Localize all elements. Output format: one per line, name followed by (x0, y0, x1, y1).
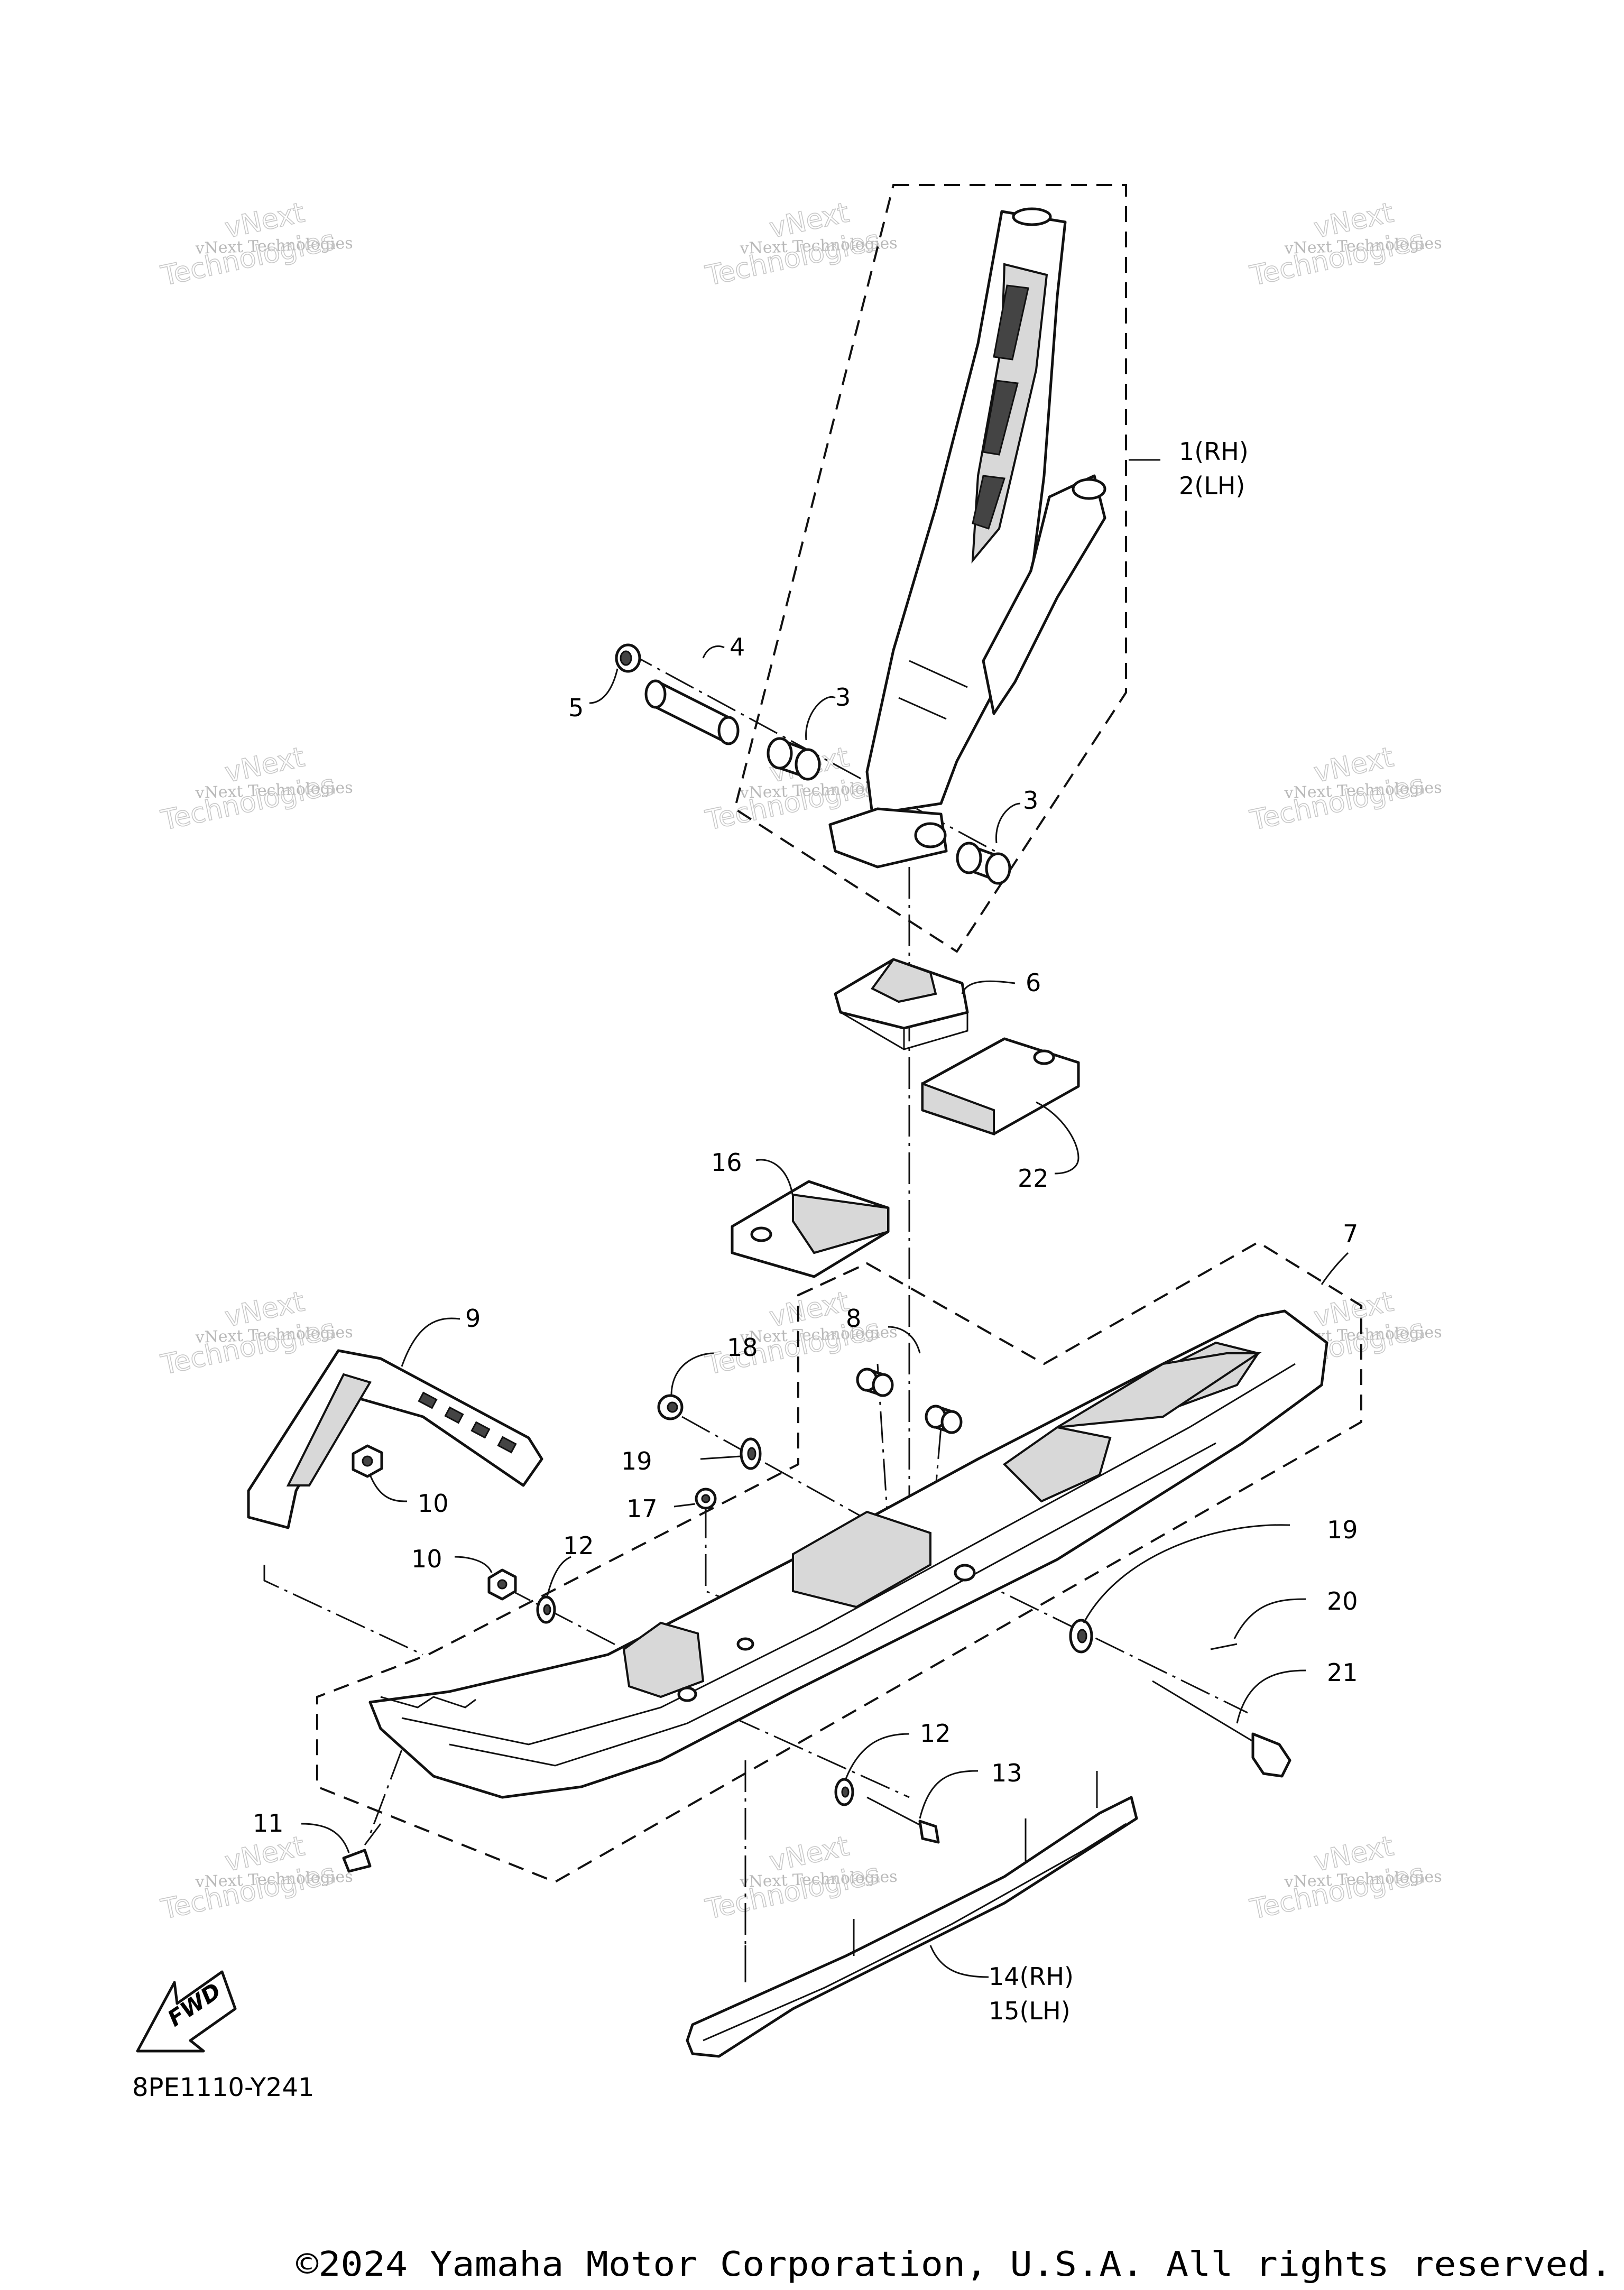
watermark: vNext vNext Technologies Technologies (1247, 197, 1442, 293)
nut-part-10-lower[interactable] (487, 1568, 517, 1601)
leader-8 (888, 1326, 921, 1354)
pin-part-20[interactable] (1210, 1643, 1238, 1650)
leader-18 (670, 1352, 714, 1396)
centerline-bolt-11 (369, 1749, 403, 1835)
callout-14: 14(RH) (989, 1962, 1074, 1991)
leader-3b (995, 802, 1021, 844)
bushing-part-3-lower[interactable] (956, 842, 1011, 885)
washer-part-12-lower[interactable] (834, 1778, 854, 1806)
callout-16: 16 (711, 1148, 742, 1177)
watermark: vNext vNext Technologies Technologies (158, 741, 353, 837)
shaft-part-4[interactable] (644, 679, 740, 745)
bushing-part-8-left[interactable] (856, 1368, 894, 1397)
leader-12a (546, 1556, 571, 1597)
leader-12b (845, 1733, 910, 1779)
ski-top-outline (798, 1262, 868, 1296)
leader-13 (919, 1770, 979, 1819)
watermark: vNext vNext Technologies Technologies (158, 1286, 353, 1382)
centerline-loop (263, 1565, 423, 1656)
bolt-part-11[interactable] (342, 1823, 382, 1873)
callout-10b: 10 (411, 1545, 442, 1573)
callout-17: 17 (626, 1494, 658, 1523)
spindle-assembly-outline (733, 184, 1127, 953)
runner-part-14-15[interactable] (686, 1771, 1138, 2058)
callout-20: 20 (1327, 1587, 1358, 1615)
nut-part-18[interactable] (657, 1394, 684, 1420)
leader-10b (454, 1556, 493, 1573)
leader-21 (1236, 1669, 1306, 1724)
centerline-bolt-21 (967, 1574, 1248, 1714)
watermark: vNext vNext Technologies Technologies (1247, 741, 1442, 837)
handle-loop-part-9[interactable] (247, 1349, 543, 1529)
ski-part-7[interactable] (368, 1309, 1328, 1799)
nut-part-17[interactable] (695, 1488, 717, 1510)
callout-22: 22 (1018, 1164, 1049, 1193)
fwd-arrow-icon: FWD (136, 1970, 237, 2053)
leader-17 (673, 1503, 696, 1508)
ski-assembly-outline (316, 1241, 1362, 1883)
bushing-part-3-upper[interactable] (767, 737, 821, 781)
callout-21: 21 (1327, 1658, 1358, 1687)
callout-19a: 19 (621, 1447, 652, 1475)
callout-19b: 19 (1327, 1516, 1358, 1544)
spindle-part-1-2[interactable] (828, 207, 1106, 869)
leader-3a (805, 696, 836, 741)
callout-3b: 3 (1023, 786, 1038, 815)
callout-8: 8 (846, 1304, 861, 1333)
leader-11 (301, 1823, 350, 1853)
copyright-notice: ©2024 Yamaha Motor Corporation, U.S.A. A… (296, 2245, 1612, 2284)
cap-part-5[interactable] (615, 643, 641, 673)
bolt-part-21[interactable] (1152, 1680, 1291, 1778)
leader-19a (700, 1455, 741, 1460)
pad-part-16[interactable] (731, 1180, 890, 1278)
callout-5: 5 (568, 694, 584, 722)
watermark: vNext vNext Technologies Technologies (158, 1830, 353, 1926)
callout-12b: 12 (920, 1719, 951, 1748)
leader-19b (1083, 1524, 1290, 1623)
leader-22 (1036, 1101, 1079, 1175)
callout-11: 11 (253, 1809, 284, 1837)
callout-18: 18 (727, 1333, 758, 1362)
washer-part-19-right[interactable] (1069, 1619, 1093, 1654)
watermark: vNext vNext Technologies Technologies (702, 197, 898, 293)
leader-20 (1233, 1598, 1306, 1639)
saddle-part-6[interactable] (834, 958, 969, 1050)
washer-part-12-upper[interactable] (536, 1595, 556, 1624)
callout-13: 13 (991, 1759, 1022, 1787)
leader-7 (1321, 1252, 1349, 1285)
watermark: vNext vNext Technologies Technologies (158, 197, 353, 293)
leader-4 (702, 645, 725, 659)
watermark: vNext vNext Technologies Technologies (702, 1830, 898, 1926)
leader-14 (929, 1945, 989, 1978)
bolt-part-13[interactable] (866, 1796, 940, 1844)
leader-9 (401, 1317, 460, 1367)
bushing-part-8-right[interactable] (925, 1405, 963, 1434)
leader-5 (589, 668, 619, 704)
watermark: vNext vNext Technologies Technologies (1247, 1830, 1442, 1926)
callout-15: 15(LH) (989, 1997, 1071, 2025)
leader-6 (961, 980, 1016, 994)
callout-1: 1(RH) (1179, 437, 1249, 466)
callout-4: 4 (730, 633, 745, 661)
callout-9: 9 (465, 1304, 481, 1333)
callout-7: 7 (1343, 1220, 1358, 1248)
leader-10a (369, 1474, 408, 1502)
centerline-nut-10 (502, 1585, 635, 1656)
pad-part-22[interactable] (921, 1037, 1080, 1135)
centerline-nut-18 (681, 1416, 873, 1523)
washer-part-19-left[interactable] (740, 1437, 762, 1470)
callout-6: 6 (1026, 968, 1041, 997)
callout-3a: 3 (835, 683, 851, 712)
callout-10a: 10 (418, 1489, 449, 1518)
callout-2: 2(LH) (1179, 472, 1245, 500)
nut-part-10-upper[interactable] (352, 1444, 383, 1478)
callout-12a: 12 (563, 1531, 594, 1560)
diagram-code: 8PE1110-Y241 (132, 2073, 315, 2102)
leader-16 (755, 1159, 794, 1198)
